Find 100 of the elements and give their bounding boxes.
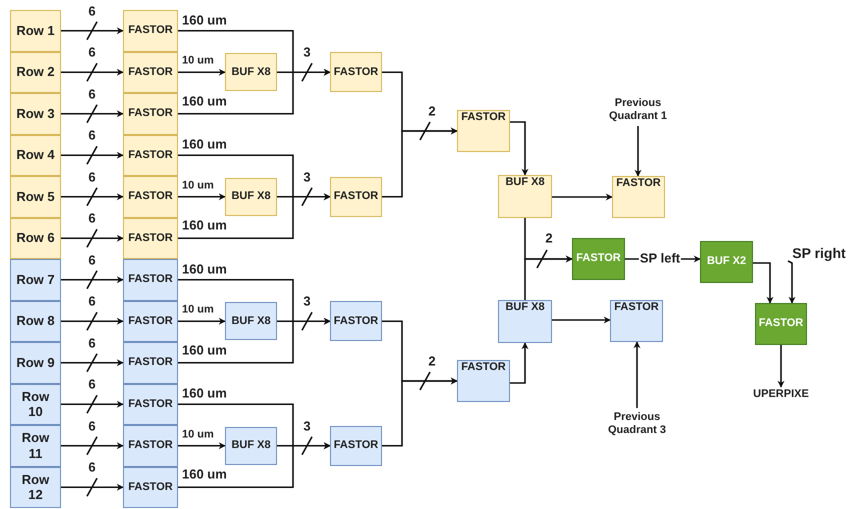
block-label: FASTOR xyxy=(334,66,378,79)
arrow xyxy=(753,262,774,304)
buffer-box xyxy=(498,175,552,218)
edge-label: 6 xyxy=(87,212,97,225)
arrow xyxy=(178,193,226,200)
edge-label: 160 um xyxy=(181,94,228,108)
fastor-box xyxy=(123,10,178,52)
block-label: Row 10 xyxy=(20,388,50,420)
edge-label: 3 xyxy=(302,419,312,432)
edge-label: 2 xyxy=(427,104,437,118)
block-label: FASTOR xyxy=(128,232,173,245)
block-label: FASTOR xyxy=(128,314,173,328)
buffer-box xyxy=(225,178,277,216)
arrow xyxy=(178,193,331,240)
block-label: FASTOR xyxy=(128,439,173,452)
block-label: Row 1 xyxy=(16,22,55,39)
arrow xyxy=(510,342,528,384)
arrow xyxy=(61,442,124,450)
arrow xyxy=(382,378,458,447)
block-label: BUF X8 xyxy=(231,439,271,452)
block-label: Row 6 xyxy=(16,230,55,246)
fastor-box xyxy=(123,300,178,342)
edge-label: 2 xyxy=(544,232,554,244)
fastor-box xyxy=(123,342,178,384)
row-box xyxy=(10,176,61,218)
fastor-box xyxy=(755,303,807,345)
edge-label: 6 xyxy=(87,336,97,350)
arrow xyxy=(61,152,124,159)
fastor-box xyxy=(123,218,178,259)
fastor-box xyxy=(123,466,178,508)
fastor-box xyxy=(610,300,663,342)
fastor-box xyxy=(612,176,665,218)
fastor-box xyxy=(330,176,382,217)
edge-label: 6 xyxy=(87,4,97,18)
edge-label: 10 um xyxy=(181,56,215,67)
arrow xyxy=(634,126,642,177)
edge-label: 6 xyxy=(87,460,97,474)
arrow xyxy=(61,400,124,408)
edge-label: 10 um xyxy=(181,429,215,440)
row-box xyxy=(10,300,61,342)
arrow xyxy=(510,121,528,176)
arrow xyxy=(61,110,124,118)
fastor-box xyxy=(123,259,178,300)
block-label: FASTOR xyxy=(128,398,173,411)
edge-label: 10 um xyxy=(181,180,215,192)
edge-label: 160 um xyxy=(181,262,228,276)
block-label: FASTOR xyxy=(461,361,506,374)
block-label: FASTOR xyxy=(128,107,173,120)
edge-label: 160 um xyxy=(181,218,228,232)
block-label: FASTOR xyxy=(758,317,804,331)
block-label: Row 7 xyxy=(16,272,55,288)
block-label: Row 9 xyxy=(16,354,55,371)
fastor-box xyxy=(330,301,382,342)
block-label: FASTOR xyxy=(128,356,173,370)
arrow xyxy=(178,318,226,325)
block-label: Row 2 xyxy=(16,64,55,80)
arrow xyxy=(778,345,784,388)
arrow xyxy=(552,194,613,200)
arrow xyxy=(382,128,458,198)
buffer-box xyxy=(225,53,277,92)
fastor-box xyxy=(330,426,382,466)
block-label: FASTOR xyxy=(128,148,173,162)
edge-label: 2 xyxy=(427,354,437,368)
block-label: BUF X2 xyxy=(706,255,746,269)
block-label: Row 3 xyxy=(16,106,55,122)
fastor-box xyxy=(123,93,178,134)
block-label: FASTOR xyxy=(128,24,173,38)
signal-label: Previous Quadrant 1 xyxy=(596,94,680,126)
block-label: FASTOR xyxy=(614,301,659,314)
row-box xyxy=(10,466,61,508)
fastor-box xyxy=(457,110,510,152)
row-box xyxy=(10,425,61,466)
buffer-box xyxy=(225,302,277,340)
block-label: FASTOR xyxy=(128,190,173,204)
row-box xyxy=(10,384,61,425)
block-label: Row 12 xyxy=(20,472,50,503)
arrow xyxy=(61,193,124,200)
signal-label: Previous Quadrant 3 xyxy=(595,408,679,440)
edge-label: 6 xyxy=(87,46,97,59)
arrow xyxy=(61,68,124,76)
edge-label: 6 xyxy=(87,253,97,266)
arrow xyxy=(61,234,124,242)
block-label: BUF X8 xyxy=(231,190,271,204)
arrow xyxy=(178,442,331,488)
edge-label: 3 xyxy=(302,170,312,184)
block-label: FASTOR xyxy=(334,314,378,328)
block-label: FASTOR xyxy=(128,480,173,494)
block-label: BUF X8 xyxy=(505,301,545,314)
fastor-box xyxy=(123,384,178,425)
block-label: Row 5 xyxy=(16,188,55,205)
fastor-box xyxy=(123,52,178,93)
fastor-box xyxy=(572,238,625,280)
row-box xyxy=(10,134,61,176)
block-label: FASTOR xyxy=(576,252,621,266)
arrow xyxy=(524,256,573,300)
edge-label: 3 xyxy=(302,294,312,308)
block-label: BUF X8 xyxy=(231,314,271,328)
block-label: FASTOR xyxy=(334,190,378,204)
fastor-box xyxy=(123,425,178,466)
arrow xyxy=(61,318,124,325)
